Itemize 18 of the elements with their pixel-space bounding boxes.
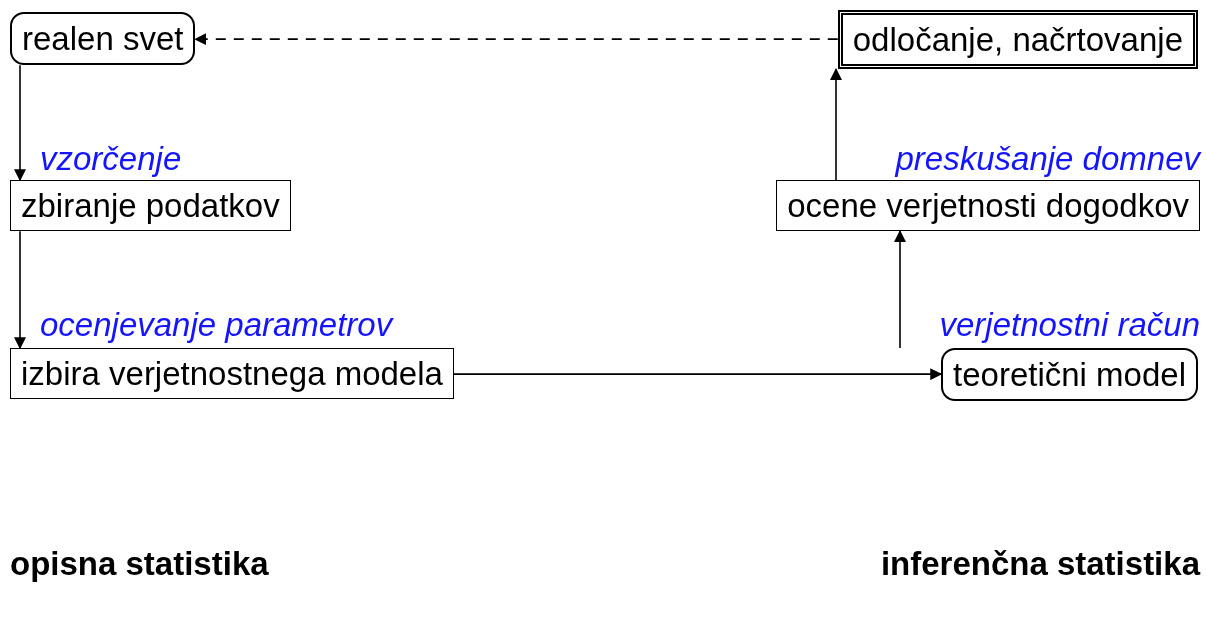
arrow bbox=[194, 33, 839, 46]
edge-label: preskušanje domnev bbox=[895, 140, 1200, 178]
process-box: odločanje, načrtovanje bbox=[837, 10, 1198, 70]
arrow bbox=[894, 230, 906, 349]
process-box: realen svet bbox=[10, 12, 196, 66]
process-box: izbira verjetnostnega modela bbox=[10, 348, 454, 400]
edge-label: verjetnostni račun bbox=[939, 306, 1200, 344]
edge-label: ocenjevanje parametrov bbox=[40, 306, 393, 344]
arrow bbox=[830, 68, 842, 181]
section-heading: inferenčna statistika bbox=[880, 545, 1200, 583]
edge-label: vzorčenje bbox=[40, 140, 182, 178]
arrow bbox=[453, 368, 943, 381]
process-box: ocene verjetnosti dogodkov bbox=[776, 180, 1200, 232]
section-heading: opisna statistika bbox=[10, 545, 269, 583]
arrow bbox=[14, 230, 26, 350]
arrow bbox=[14, 64, 26, 182]
process-box: teoretični model bbox=[941, 348, 1198, 402]
process-box: zbiranje podatkov bbox=[10, 180, 291, 232]
